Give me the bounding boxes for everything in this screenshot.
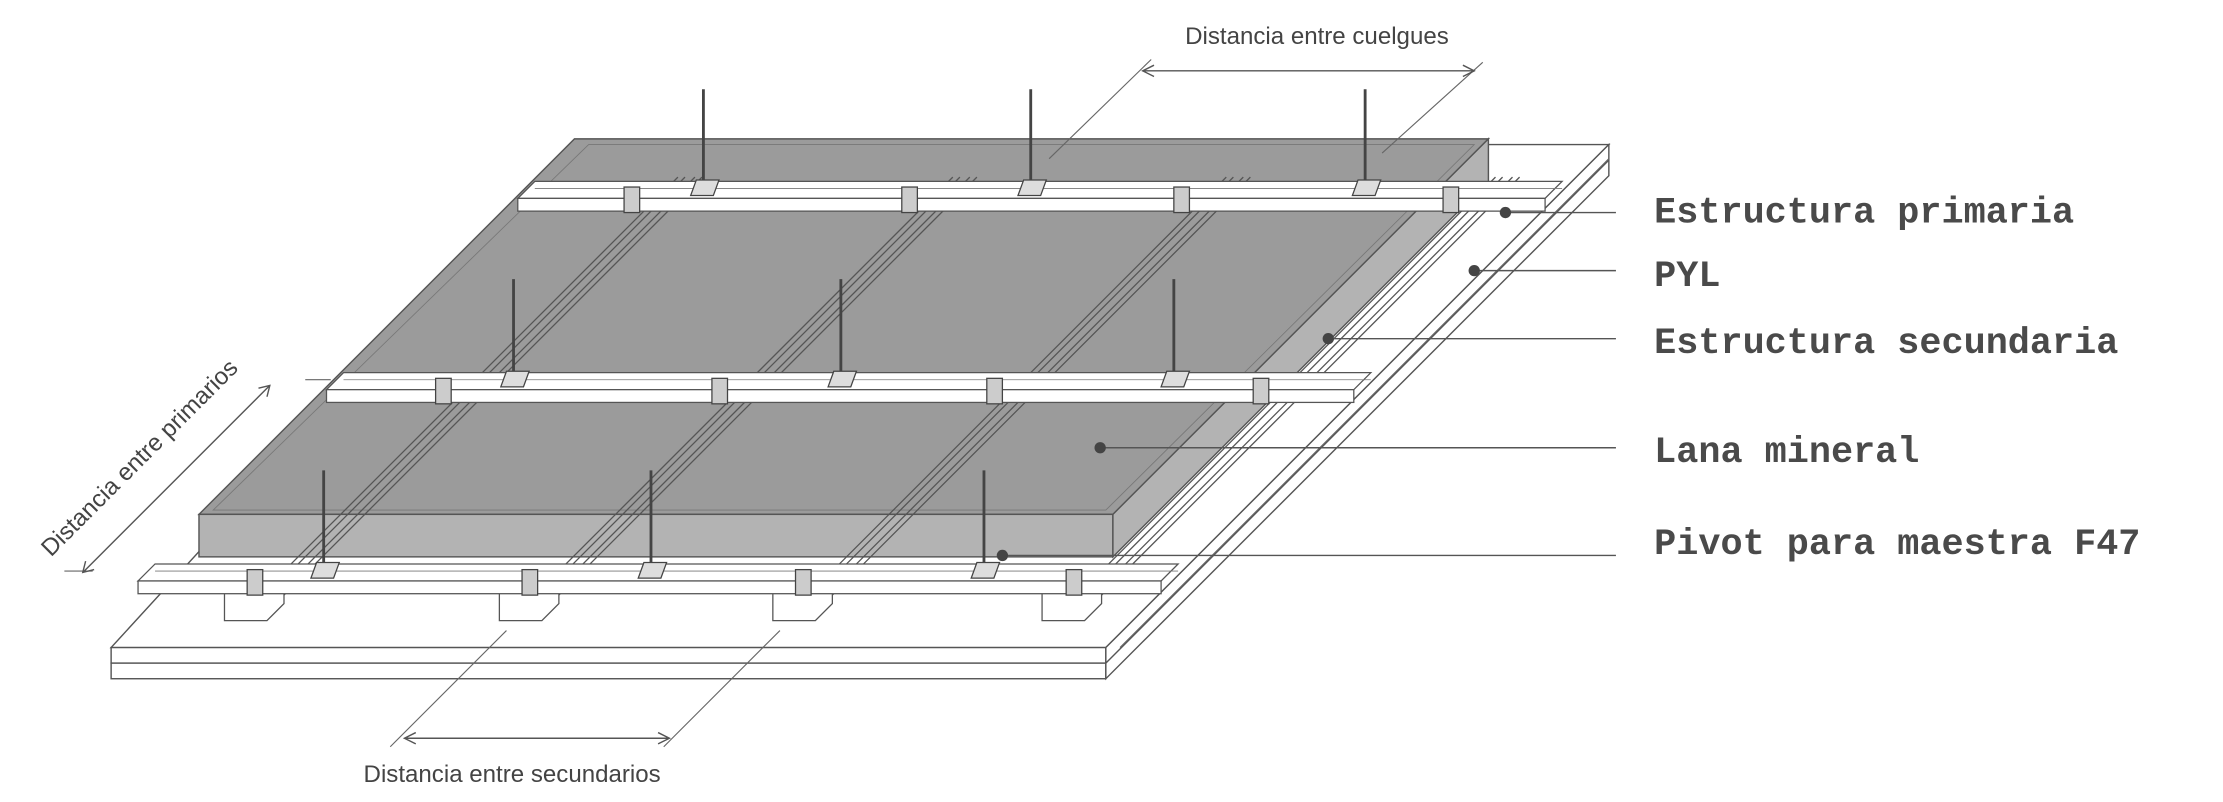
dimension-primaries: [64, 379, 331, 574]
pivot-connector: [901, 186, 919, 214]
pivot-connector: [1442, 186, 1460, 214]
hanger-clip: [1017, 179, 1048, 197]
pivot-connector: [1252, 377, 1270, 405]
label-primary-structure: Estructura primaria: [1654, 192, 2074, 234]
hanger-clip: [689, 179, 720, 197]
pivot-connector: [794, 568, 812, 596]
pivot-connector: [434, 377, 452, 405]
hanger-rods: [246, 89, 1460, 596]
pivot-connector: [623, 186, 641, 214]
dimension-hangers-label: Distancia entre cuelgues: [1185, 23, 1449, 50]
pivot-connector: [1173, 186, 1191, 214]
label-pivot: Pivot para maestra F47: [1654, 524, 2140, 566]
hanger-clip: [827, 370, 858, 388]
pivot-connector: [1065, 568, 1083, 596]
hanger-clip: [637, 561, 668, 579]
label-secondary-structure: Estructura secundaria: [1654, 323, 2118, 365]
hanger-clip: [970, 561, 1001, 579]
hanger-clip: [1160, 370, 1191, 388]
hanger-clip: [310, 561, 341, 579]
leader-lines: [996, 206, 1616, 562]
label-pyl: PYL: [1654, 256, 1720, 298]
dimension-secondaries-label: Distancia entre secundarios: [364, 761, 661, 788]
mineral-wool-block: [197, 137, 1491, 559]
pivot-connector: [711, 377, 729, 405]
pivot-connector: [986, 377, 1004, 405]
dimension-hangers: [1048, 59, 1484, 160]
label-mineral-wool: Lana mineral: [1654, 432, 1919, 474]
pivot-connector: [521, 568, 539, 596]
pivot-connector: [246, 568, 264, 596]
hanger-clip: [1351, 179, 1382, 197]
dimension-secondaries: [389, 630, 781, 748]
hanger-clip: [499, 370, 531, 388]
